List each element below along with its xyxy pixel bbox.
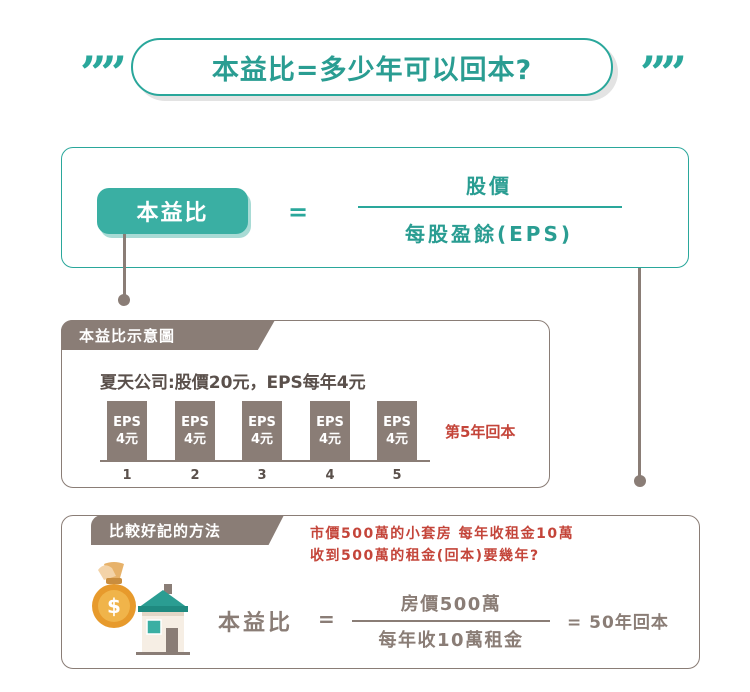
year-label: 1 [122, 468, 132, 483]
formula-equals: = [288, 198, 309, 226]
eps-bar-value: 4元 [318, 431, 342, 447]
page-title: 本益比=多少年可以回本? [211, 54, 533, 86]
timeline-axis [100, 460, 430, 462]
diagram-description: 夏天公司:股價20元，EPS每年4元 [100, 373, 366, 393]
year-label: 2 [190, 468, 200, 483]
quote-mark-left: ”” [80, 46, 127, 100]
payback-result: 第5年回本 [445, 423, 516, 441]
year-label: 4 [325, 468, 335, 483]
example-question-line1: 市價500萬的小套房 每年收租金10萬 [310, 526, 575, 542]
eps-bar-value: 4元 [115, 431, 139, 447]
example-denominator: 每年收10萬租金 [378, 630, 524, 651]
example-tab: 比較好記的方法 [91, 515, 284, 545]
title-banner: 本益比=多少年可以回本? [131, 38, 613, 96]
eps-bar-label: EPS [383, 414, 411, 430]
connector-dot-right [634, 475, 646, 487]
example-label: 本益比 [218, 611, 294, 636]
house-icon [136, 584, 190, 655]
eps-bar-value: 4元 [250, 431, 274, 447]
formula-fraction-line [358, 206, 622, 208]
formula-denominator: 每股盈餘(EPS) [404, 222, 573, 246]
eps-bar-value: 4元 [183, 431, 207, 447]
coin-symbol: $ [107, 594, 121, 618]
formula-numerator: 股價 [466, 174, 512, 198]
example-numerator: 房價500萬 [400, 594, 502, 615]
example-tab-label: 比較好記的方法 [109, 521, 222, 540]
eps-bar-value: 4元 [385, 431, 409, 447]
connector-line-right [638, 268, 641, 480]
example-fraction-line [352, 620, 550, 622]
connector-dot-left [118, 294, 130, 306]
money-bag-icon: $ [92, 562, 136, 628]
year-label: 5 [392, 468, 402, 483]
eps-bar-label: EPS [248, 414, 276, 430]
pe-ratio-label: 本益比 [97, 188, 248, 234]
connector-line-left [123, 234, 126, 298]
year-label: 3 [257, 468, 267, 483]
eps-bar-label: EPS [113, 414, 141, 430]
example-question-line2: 收到500萬的租金(回本)要幾年? [310, 548, 540, 564]
eps-bar-label: EPS [181, 414, 209, 430]
diagram-tab-label: 本益比示意圖 [79, 326, 176, 345]
quote-mark-right: ”” [640, 46, 687, 100]
diagram-tab: 本益比示意圖 [61, 320, 275, 350]
eps-bar-label: EPS [316, 414, 344, 430]
example-equals: = [318, 607, 335, 631]
example-result: = 50年回本 [567, 613, 669, 633]
